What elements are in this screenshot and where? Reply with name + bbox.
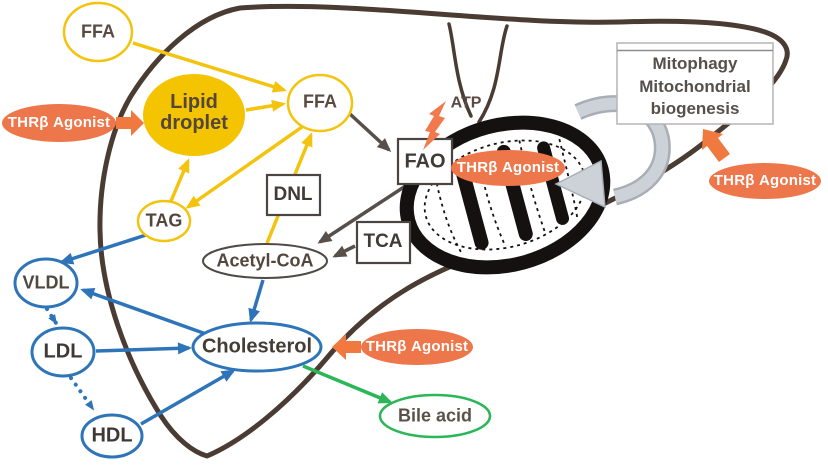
node-dnl-label: DNL (273, 184, 313, 206)
edge-cholesterol-to-vldl (80, 288, 207, 336)
edge-tag-to-vldl (59, 233, 147, 265)
atp-bolt-arrow (423, 101, 446, 150)
edge-cholesterol-to-bileacid (302, 364, 393, 404)
node-acetyl-coa-shape (202, 243, 328, 279)
node-tag-shape (136, 199, 192, 243)
mitophagy-line3: biogenesis (650, 99, 740, 119)
edge-hdl-to-cholesterol (140, 369, 236, 426)
edge-tca-to-acetylcoa (332, 244, 356, 258)
node-cholesterol-shape (191, 321, 323, 373)
edge-acetylcoa-to-cholesterol (248, 279, 265, 323)
node-atp-label: ATP (450, 94, 482, 112)
edge-ffaupper-to-ffa (132, 41, 287, 93)
agonist-arrow-to-mitophagy (702, 129, 730, 162)
node-ffa-shape (286, 73, 354, 133)
node-tag-label: TAG (145, 210, 183, 231)
node-ldl-label: LDL (43, 340, 83, 363)
thrb-agonist-mito-label: THRβ Agonist (456, 159, 560, 177)
node-hdl-shape (80, 413, 144, 459)
agonist-arrow-to-cholesterol (332, 334, 361, 360)
edge-ffa-to-tag (185, 125, 304, 209)
edge-droplet-to-ffa (245, 99, 286, 112)
edge-vldl-to-ldl-dotted (45, 307, 58, 325)
agonist-ellipse-cholesterol (361, 329, 473, 365)
hepatic-vessel-left-line (447, 22, 473, 118)
node-fao-label: FAO (404, 150, 446, 173)
edge-ldl-to-cholesterol (95, 342, 192, 355)
hepatic-vessel-right-line (477, 24, 509, 124)
recycle-arrow (554, 95, 671, 209)
edge-ffa-to-fao (348, 112, 392, 153)
node-cholesterol-label: Cholesterol (201, 335, 313, 358)
node-tca-box (355, 220, 412, 265)
mitophagy-line1: Mitophagy (652, 54, 738, 74)
node-bile-acid-shape (378, 393, 492, 439)
agonist-arrow-to-droplet (116, 110, 144, 136)
node-bile-acid-label: Bile acid (397, 405, 473, 426)
agonist-ellipse-right (709, 163, 821, 199)
edge-tag-to-droplet (169, 158, 190, 202)
node-ffa-label: FFA (303, 91, 337, 112)
node-dnl-box (265, 173, 322, 217)
node-fao-box (396, 137, 454, 186)
node-tca-label: TCA (363, 231, 403, 253)
node-acetyl-coa-label: Acetyl-CoA (216, 250, 314, 271)
node-vldl-shape (13, 257, 79, 309)
node-vldl-label: VLDL (22, 272, 70, 293)
mitophagy-box-label: Mitophagy Mitochondrial biogenesis (617, 51, 773, 123)
thrb-agonist-right-label: THRβ Agonist (713, 172, 817, 190)
node-ldl-shape (30, 326, 96, 378)
node-hdl-label: HDL (91, 424, 133, 447)
mitophagy-line2: Mitochondrial (639, 76, 751, 96)
agonist-ellipse-mito (451, 150, 565, 186)
edge-ldl-to-hdl-dotted (69, 376, 95, 411)
edge-fao-to-acetylcoa (317, 183, 408, 244)
agonist-ellipse-left (2, 104, 116, 142)
node-ffa-upper-label: FFA (81, 21, 115, 42)
thrb-agonist-left-label: THRβ Agonist (7, 114, 111, 132)
node-lipid-droplet-label: Lipid droplet (160, 91, 228, 134)
mitophagy-box (616, 42, 774, 125)
thrb-agonist-cholesterol-label: THRβ Agonist (365, 338, 469, 356)
node-lipid-droplet-shape (143, 74, 245, 156)
node-ffa-upper-shape (62, 1, 134, 63)
